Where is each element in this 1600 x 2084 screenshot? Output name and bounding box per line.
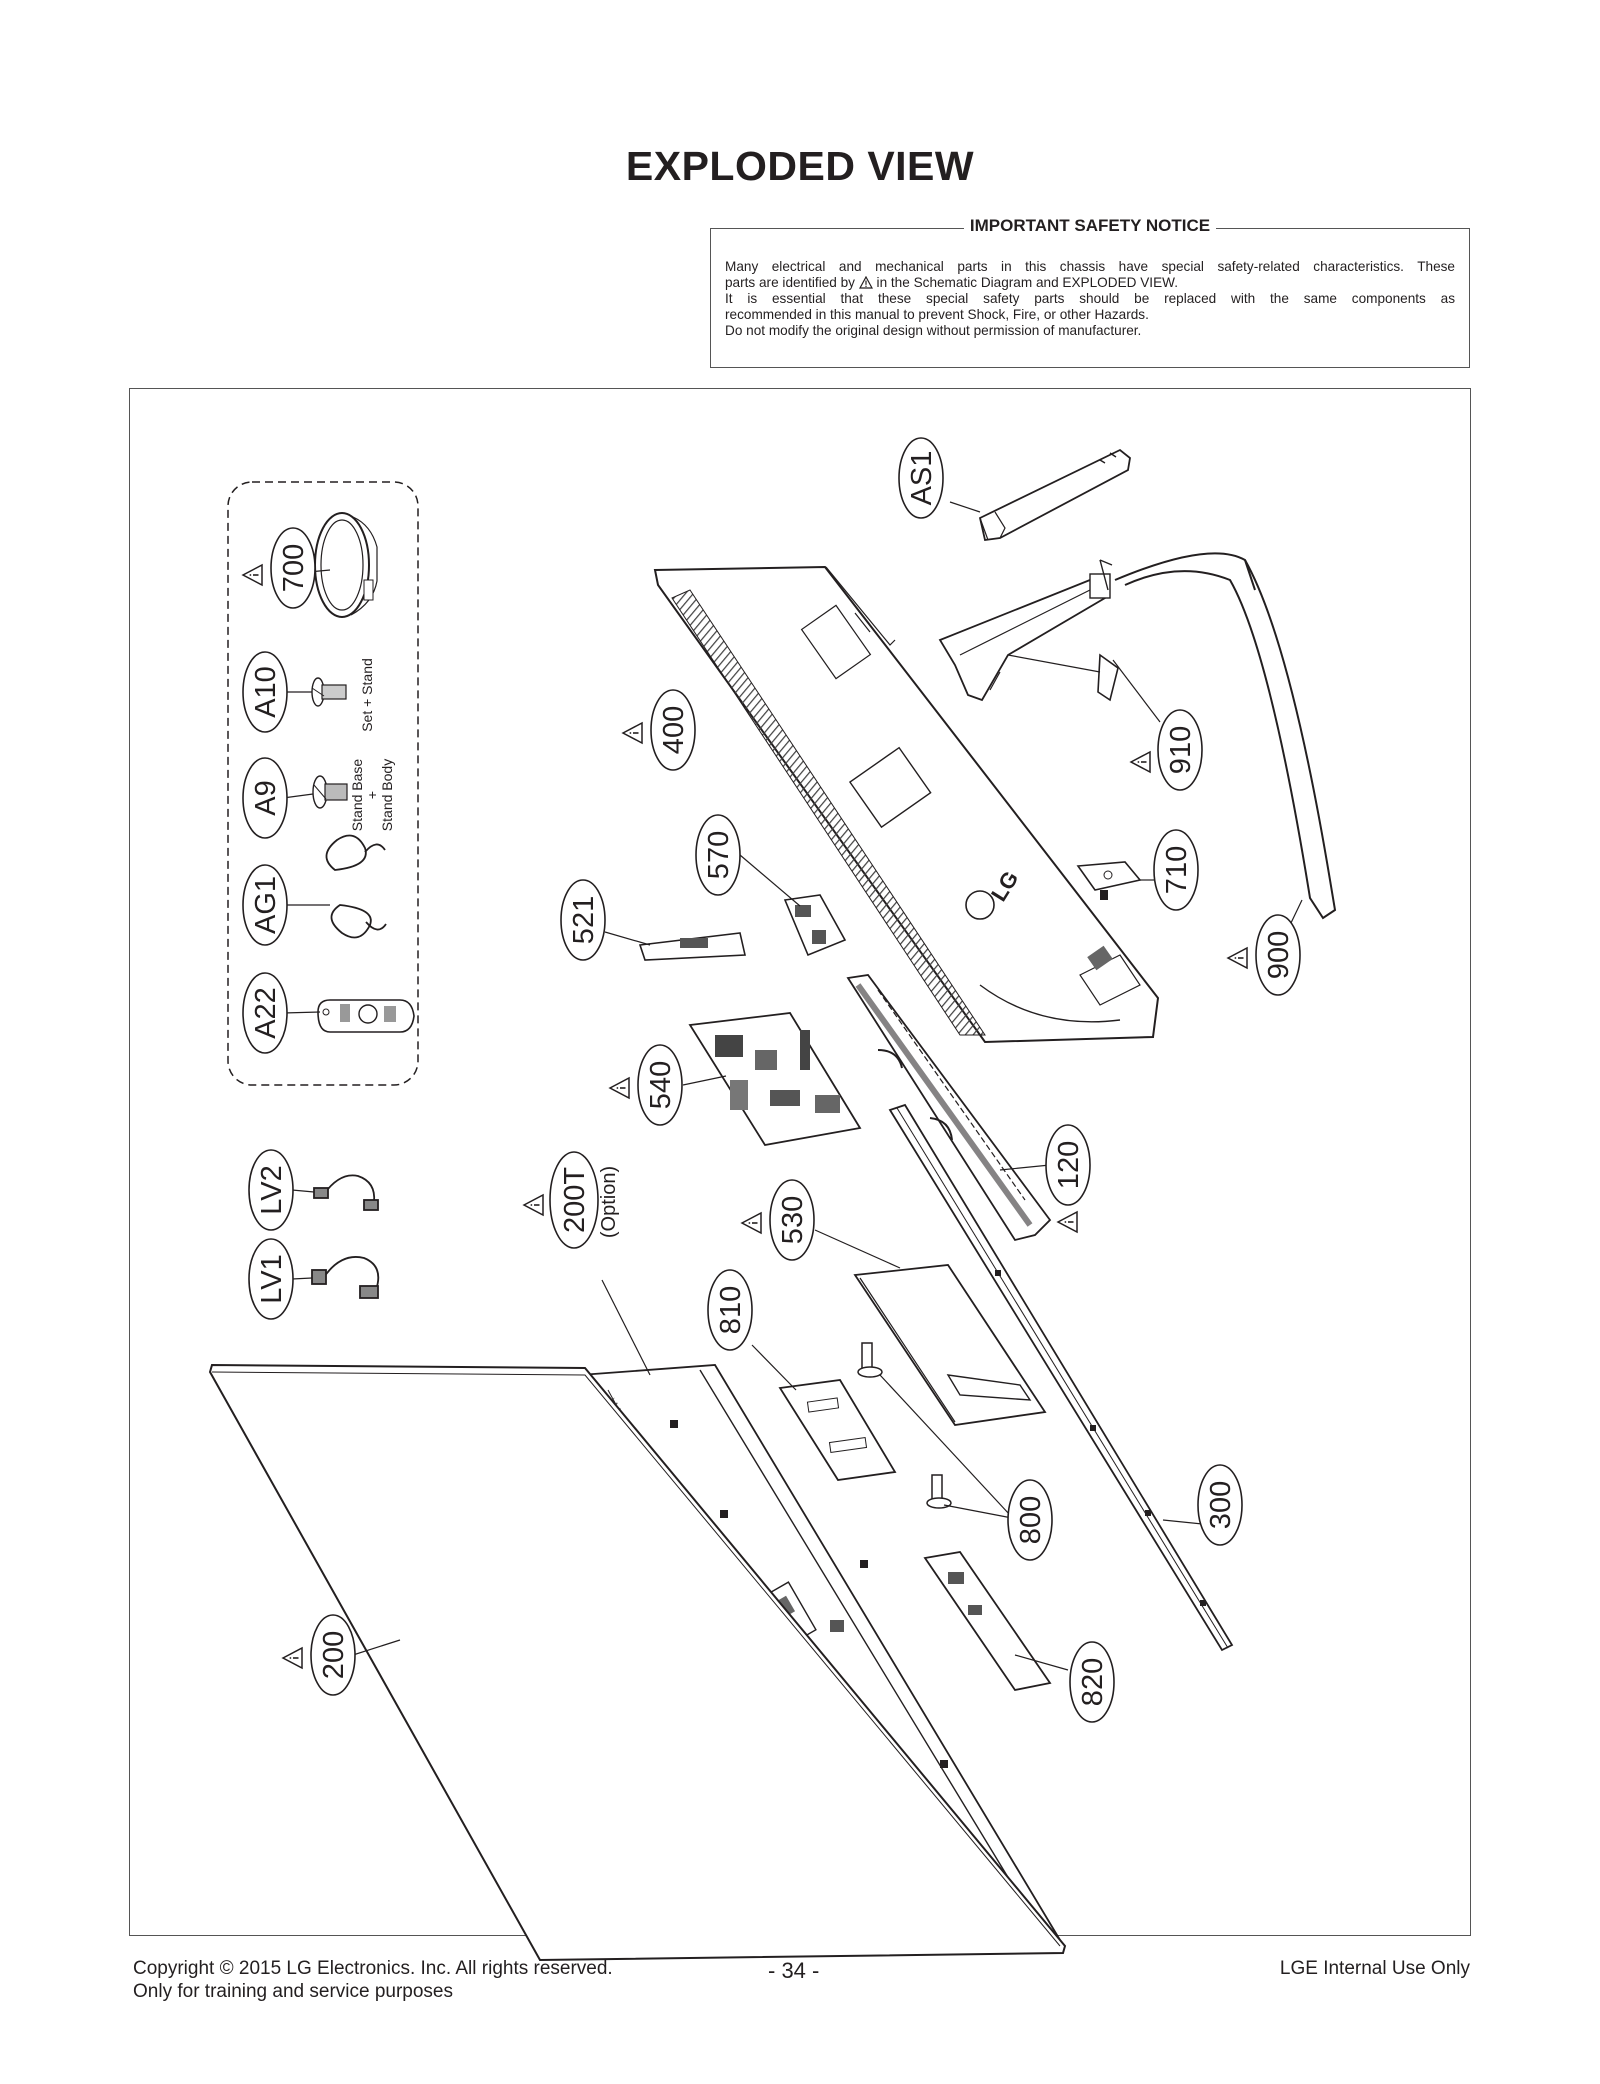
- part-700-stand-base: [314, 512, 378, 618]
- part-820-plate: [923, 1551, 1052, 1691]
- part-AS1-stand-cover: [978, 448, 1131, 542]
- page-number: - 34 -: [768, 1958, 820, 1983]
- callout-AS1: AS1: [906, 451, 938, 506]
- callout-200: 200: [318, 1631, 350, 1679]
- label-set-stand: Set + Stand: [359, 658, 375, 732]
- part-200-lcd-panel: [208, 1363, 1067, 1962]
- callout-400: 400: [658, 706, 690, 754]
- callout-A10: A10: [250, 666, 282, 718]
- callout-900: 900: [1263, 931, 1295, 979]
- callout-810: 810: [715, 1286, 747, 1334]
- warning-200-icon: [282, 1647, 303, 1669]
- callout-820: 820: [1077, 1658, 1109, 1706]
- safety-notice-text: Many electrical and mechanical parts in …: [725, 259, 1455, 339]
- callout-120: 120: [1053, 1141, 1085, 1189]
- callout-300: 300: [1205, 1481, 1237, 1529]
- warning-530-icon: [741, 1212, 762, 1234]
- notice-line-2: parts are identified by in the Schematic…: [725, 275, 1178, 290]
- page-title: EXPLODED VIEW: [625, 143, 975, 189]
- safety-notice-heading: IMPORTANT SAFETY NOTICE: [711, 216, 1469, 236]
- warning-910-icon: [1130, 751, 1151, 773]
- part-LV2-cable: [313, 1174, 379, 1211]
- safety-notice-box: IMPORTANT SAFETY NOTICE Many electrical …: [710, 216, 1470, 368]
- callout-A9: A9: [250, 780, 282, 815]
- callout-530: 530: [777, 1196, 809, 1244]
- warning-540-icon: [609, 1077, 630, 1099]
- internal-use-text: LGE Internal Use Only: [1279, 1958, 1470, 1979]
- part-530-power-board: [853, 1264, 1047, 1426]
- part-AG1-glasses: [325, 834, 387, 939]
- notice-line-1: Many electrical and mechanical parts in …: [725, 259, 1455, 274]
- callout-540: 540: [645, 1061, 677, 1109]
- callout-LV2: LV2: [256, 1165, 288, 1214]
- part-521-board: [638, 932, 746, 961]
- part-120-speaker: [846, 974, 1052, 1242]
- part-910-stand-body: [938, 559, 1119, 702]
- callout-710: 710: [1161, 846, 1193, 894]
- callout-910: 910: [1165, 726, 1197, 774]
- part-900-stand-arc: [1114, 552, 1337, 920]
- callout-200T: 200T: [559, 1167, 591, 1233]
- warning-120-icon: [1057, 1211, 1078, 1233]
- notice-line-3: It is essential that these special safet…: [725, 291, 1455, 306]
- part-LV1-cable: [311, 1256, 380, 1299]
- callout-570: 570: [703, 831, 735, 879]
- callout-521: 521: [568, 896, 600, 944]
- label-plus: +: [364, 791, 380, 799]
- callout-700: 700: [278, 544, 310, 592]
- accessory-group-box: [227, 481, 419, 1086]
- label-stand-body: Stand Body: [379, 759, 395, 831]
- notice-line-5: Do not modify the original design withou…: [725, 323, 1142, 338]
- label-option: (Option): [598, 1166, 620, 1238]
- part-A10-screw: [311, 677, 347, 707]
- part-800-screws: [857, 1342, 952, 1509]
- part-540-main-board: [688, 1012, 862, 1146]
- notice-line-4: recommended in this manual to prevent Sh…: [725, 307, 1149, 322]
- part-A22-remote: [317, 999, 415, 1033]
- part-710-bracket: [1076, 861, 1142, 900]
- part-570-board: [783, 894, 847, 957]
- callout-800: 800: [1015, 1496, 1047, 1544]
- callout-LV1: LV1: [256, 1254, 288, 1303]
- callout-A22: A22: [250, 987, 282, 1039]
- copyright-text: Copyright © 2015 LG Electronics. Inc. Al…: [133, 1958, 613, 1979]
- warning-400-icon: [622, 722, 643, 744]
- training-text: Only for training and service purposes: [133, 1981, 453, 2002]
- part-400-back-cover: LG: [653, 565, 1160, 1044]
- callout-AG1: AG1: [250, 876, 282, 934]
- warning-700-icon: [242, 564, 263, 586]
- warning-200T-icon: [523, 1194, 544, 1216]
- part-300-frame-rail: [888, 1103, 1234, 1652]
- part-810-bracket: [778, 1379, 897, 1481]
- label-stand-base: Stand Base: [349, 759, 365, 832]
- warning-900-icon: [1227, 947, 1248, 969]
- warning-triangle-icon: [858, 276, 873, 289]
- part-A9-screw: [312, 775, 348, 809]
